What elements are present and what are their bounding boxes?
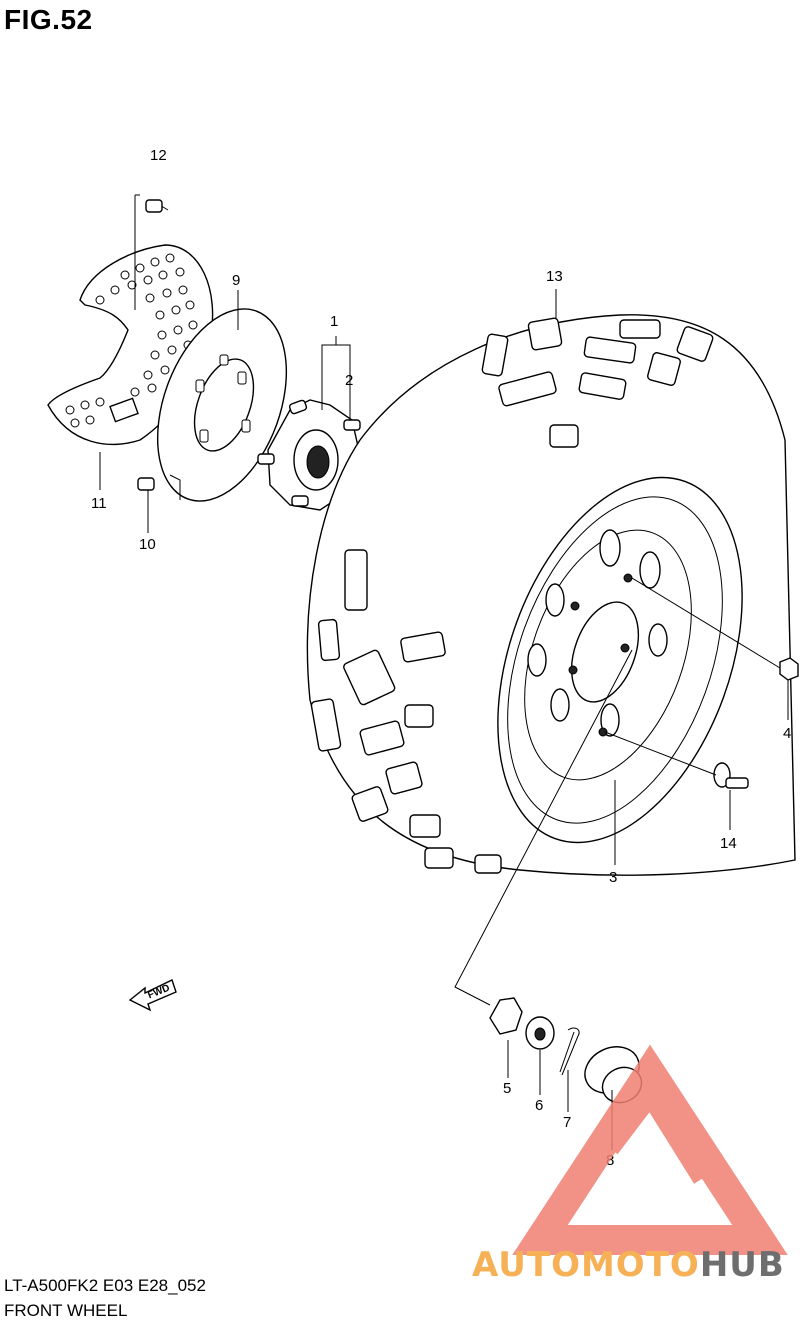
- callout-7: 7: [563, 1114, 571, 1131]
- watermark-word-part2: HUB: [700, 1245, 785, 1285]
- watermark-word-part1: AUTOMOTO: [472, 1245, 700, 1285]
- callout-8: 8: [606, 1152, 614, 1169]
- model-code: LT-A500FK2 E03 E28_052: [4, 1276, 206, 1295]
- bolt-12: [145, 199, 163, 213]
- callout-1: 1: [330, 313, 338, 330]
- wheel-rim: [497, 476, 743, 844]
- callout-11: 11: [91, 495, 107, 512]
- watermark-logo: AUTOMOTOHUB: [472, 1044, 788, 1285]
- watermark-word: AUTOMOTOHUB: [472, 1245, 785, 1285]
- castle-nut: [525, 1016, 555, 1050]
- section-name: FRONT WHEEL: [4, 1301, 128, 1320]
- callout-numbers: 1 2 3 4 5 6 7 8 9 10 11 12 13 14: [91, 147, 791, 1169]
- cotter-pin: [559, 1027, 580, 1076]
- callout-13: 13: [546, 268, 563, 285]
- callout-9: 9: [232, 272, 240, 289]
- brake-disc: [156, 308, 288, 502]
- leader-lines: [99, 194, 789, 1150]
- figure-title: FIG.52: [4, 4, 93, 35]
- bolt-10: [137, 477, 155, 491]
- callout-4: 4: [783, 725, 791, 742]
- callout-3: 3: [609, 869, 617, 886]
- callout-6: 6: [535, 1097, 543, 1114]
- callout-12: 12: [150, 147, 167, 164]
- tire-valve: [713, 762, 749, 789]
- callout-10: 10: [139, 536, 156, 553]
- callout-2: 2: [345, 372, 353, 389]
- callout-14: 14: [720, 835, 737, 852]
- lug-nut: [779, 657, 799, 681]
- washer: [489, 997, 523, 1035]
- front-tire: [306, 314, 796, 876]
- forward-direction-arrow: FWD: [128, 979, 177, 1012]
- callout-5: 5: [503, 1080, 511, 1097]
